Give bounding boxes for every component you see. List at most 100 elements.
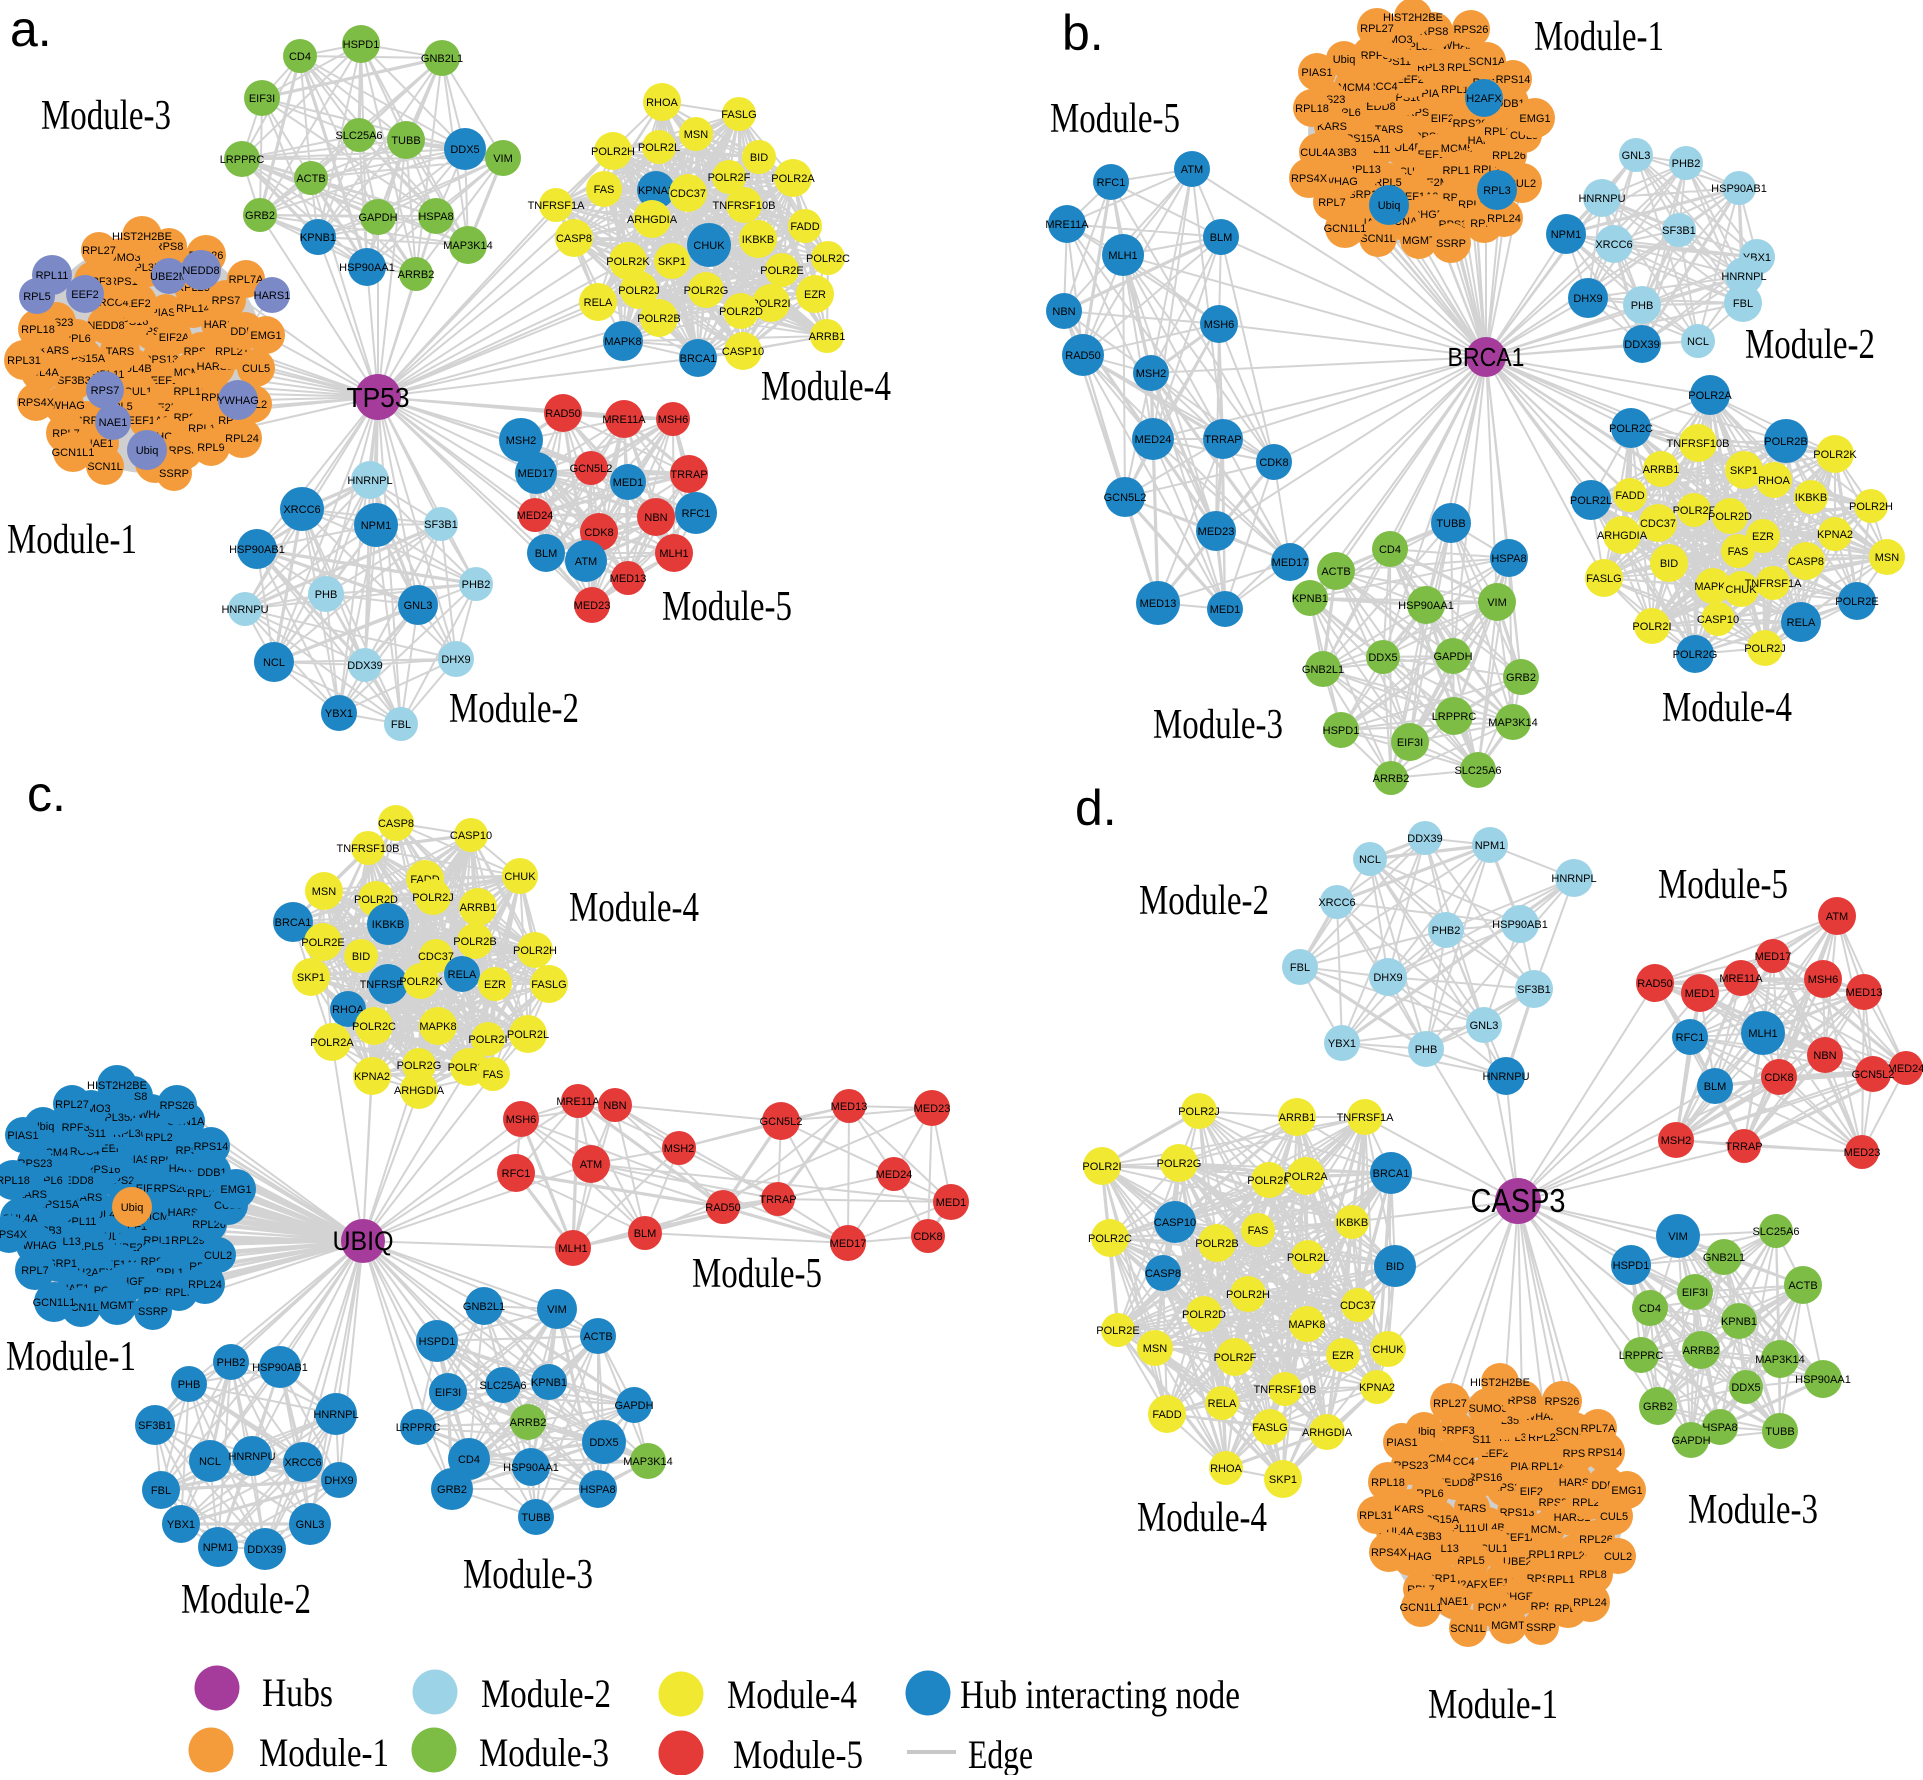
svg-text:MSH2: MSH2 xyxy=(1136,368,1167,380)
svg-text:POLR2K: POLR2K xyxy=(606,256,650,268)
svg-text:SKP1: SKP1 xyxy=(1730,465,1758,477)
svg-text:POLR2A: POLR2A xyxy=(1688,390,1732,402)
svg-text:CASP10: CASP10 xyxy=(450,830,492,842)
svg-text:Module-5: Module-5 xyxy=(733,1732,863,1775)
svg-text:RPS7: RPS7 xyxy=(1563,1448,1592,1460)
svg-text:POLR2J: POLR2J xyxy=(1744,643,1786,655)
svg-text:RPL31: RPL31 xyxy=(7,355,41,367)
svg-text:Ubiq: Ubiq xyxy=(1378,200,1401,212)
svg-text:GNB2L1: GNB2L1 xyxy=(1302,664,1344,676)
svg-text:SSRP: SSRP xyxy=(159,468,189,480)
svg-text:RPL7: RPL7 xyxy=(21,1265,49,1277)
svg-text:MED1: MED1 xyxy=(1685,988,1716,1000)
svg-text:FAS: FAS xyxy=(1248,1225,1269,1237)
svg-text:PHB2: PHB2 xyxy=(462,579,491,591)
svg-text:GCN1L1: GCN1L1 xyxy=(1400,1602,1443,1614)
svg-text:TNFRSF1A: TNFRSF1A xyxy=(360,979,418,991)
svg-text:POLR2H: POLR2H xyxy=(591,146,635,158)
svg-text:GAPDH: GAPDH xyxy=(358,212,397,224)
svg-text:POLR2F: POLR2F xyxy=(1673,505,1716,517)
svg-text:Edge: Edge xyxy=(968,1732,1033,1775)
svg-text:GAPDH: GAPDH xyxy=(1671,1435,1710,1447)
svg-text:MED13: MED13 xyxy=(1846,987,1883,999)
svg-text:FBL: FBL xyxy=(1733,298,1753,310)
svg-text:RPL3: RPL3 xyxy=(1483,185,1511,197)
svg-text:CASP8: CASP8 xyxy=(556,233,592,245)
svg-text:RPS14: RPS14 xyxy=(1588,1447,1623,1459)
svg-text:Module-3: Module-3 xyxy=(1688,1487,1818,1533)
svg-text:RFC1: RFC1 xyxy=(502,1168,531,1180)
svg-text:ATM: ATM xyxy=(1181,164,1203,176)
svg-text:a.: a. xyxy=(10,1,52,57)
svg-text:MSH2: MSH2 xyxy=(506,435,537,447)
svg-text:TNFRSF1A: TNFRSF1A xyxy=(1745,578,1803,590)
svg-text:FBL: FBL xyxy=(151,1485,171,1497)
svg-text:CDC37: CDC37 xyxy=(670,188,706,200)
svg-text:DHX9: DHX9 xyxy=(324,1475,353,1487)
svg-text:SKP1: SKP1 xyxy=(297,972,325,984)
svg-text:CASP3: CASP3 xyxy=(1471,1182,1566,1219)
svg-text:MSN: MSN xyxy=(1875,552,1900,564)
svg-text:GNL3: GNL3 xyxy=(1622,150,1651,162)
svg-text:DDX5: DDX5 xyxy=(1368,652,1397,664)
svg-text:GCN1L1: GCN1L1 xyxy=(52,447,95,459)
svg-text:VIM: VIM xyxy=(1487,597,1507,609)
svg-text:MSH6: MSH6 xyxy=(1808,974,1839,986)
svg-text:RPL18: RPL18 xyxy=(1295,103,1329,115)
svg-text:HNRNPU: HNRNPU xyxy=(228,1451,275,1463)
svg-text:DDX39: DDX39 xyxy=(247,1544,282,1556)
svg-text:RPS8: RPS8 xyxy=(1508,1395,1537,1407)
svg-text:POLR2H: POLR2H xyxy=(1849,501,1893,513)
svg-text:CUL2: CUL2 xyxy=(1604,1551,1632,1563)
svg-text:Module-4: Module-4 xyxy=(761,364,891,410)
svg-text:Module-3: Module-3 xyxy=(41,93,171,139)
svg-text:LRPPRC: LRPPRC xyxy=(1619,1350,1664,1362)
svg-text:ARRB1: ARRB1 xyxy=(809,331,846,343)
svg-text:TNFRSF10B: TNFRSF10B xyxy=(1667,438,1730,450)
svg-text:POLR2I: POLR2I xyxy=(751,298,790,310)
svg-text:POLR2J: POLR2J xyxy=(618,285,660,297)
svg-text:MED24: MED24 xyxy=(517,510,554,522)
svg-text:RPL8: RPL8 xyxy=(1579,1569,1607,1581)
svg-text:PIAS1: PIAS1 xyxy=(1301,67,1332,79)
svg-text:POLR2B: POLR2B xyxy=(1764,436,1807,448)
svg-text:b.: b. xyxy=(1062,5,1104,61)
svg-text:GCN5L2: GCN5L2 xyxy=(760,1116,803,1128)
svg-text:CUL5: CUL5 xyxy=(1600,1511,1628,1523)
svg-text:FADD: FADD xyxy=(790,221,819,233)
svg-text:XRCC6: XRCC6 xyxy=(284,1457,321,1469)
svg-text:TP53: TP53 xyxy=(347,382,410,413)
svg-text:POLR2K: POLR2K xyxy=(1247,1175,1291,1187)
svg-text:CD4: CD4 xyxy=(458,1454,480,1466)
svg-text:POLR2C: POLR2C xyxy=(806,253,850,265)
svg-text:POLR2L: POLR2L xyxy=(507,1029,549,1041)
svg-text:CHUK: CHUK xyxy=(504,871,536,883)
svg-text:Ubiq: Ubiq xyxy=(136,445,159,457)
svg-text:DDX39: DDX39 xyxy=(1624,339,1659,351)
svg-text:SF3B1: SF3B1 xyxy=(1517,984,1551,996)
svg-text:MED17: MED17 xyxy=(1272,557,1309,569)
svg-text:GAPDH: GAPDH xyxy=(614,1400,653,1412)
svg-text:GNL3: GNL3 xyxy=(404,600,433,612)
svg-text:POLR2A: POLR2A xyxy=(310,1037,354,1049)
svg-text:MED1: MED1 xyxy=(936,1197,967,1209)
svg-text:MED23: MED23 xyxy=(914,1103,951,1115)
svg-text:KPNB1: KPNB1 xyxy=(300,232,336,244)
svg-text:MGMT: MGMT xyxy=(1491,1620,1525,1632)
svg-text:CASP8: CASP8 xyxy=(378,818,414,830)
svg-text:NCL: NCL xyxy=(263,657,285,669)
svg-text:POLR2K: POLR2K xyxy=(399,976,443,988)
svg-text:MAP3K14: MAP3K14 xyxy=(623,1456,673,1468)
svg-text:SLC25A6: SLC25A6 xyxy=(1454,765,1501,777)
svg-text:RPL7A: RPL7A xyxy=(1581,1423,1617,1435)
svg-text:PIAS1: PIAS1 xyxy=(7,1130,38,1142)
svg-text:POLR2C: POLR2C xyxy=(1088,1233,1132,1245)
svg-text:HIST2H2BE: HIST2H2BE xyxy=(87,1080,147,1092)
svg-text:RPS4X: RPS4X xyxy=(0,1229,28,1241)
svg-text:POLR2A: POLR2A xyxy=(771,173,815,185)
svg-text:NBN: NBN xyxy=(644,512,667,524)
svg-text:PHB2: PHB2 xyxy=(1432,925,1461,937)
svg-text:RPL14: RPL14 xyxy=(1531,1461,1565,1473)
svg-text:POLR2C: POLR2C xyxy=(1609,423,1653,435)
svg-text:POLR2D: POLR2D xyxy=(1708,511,1752,523)
